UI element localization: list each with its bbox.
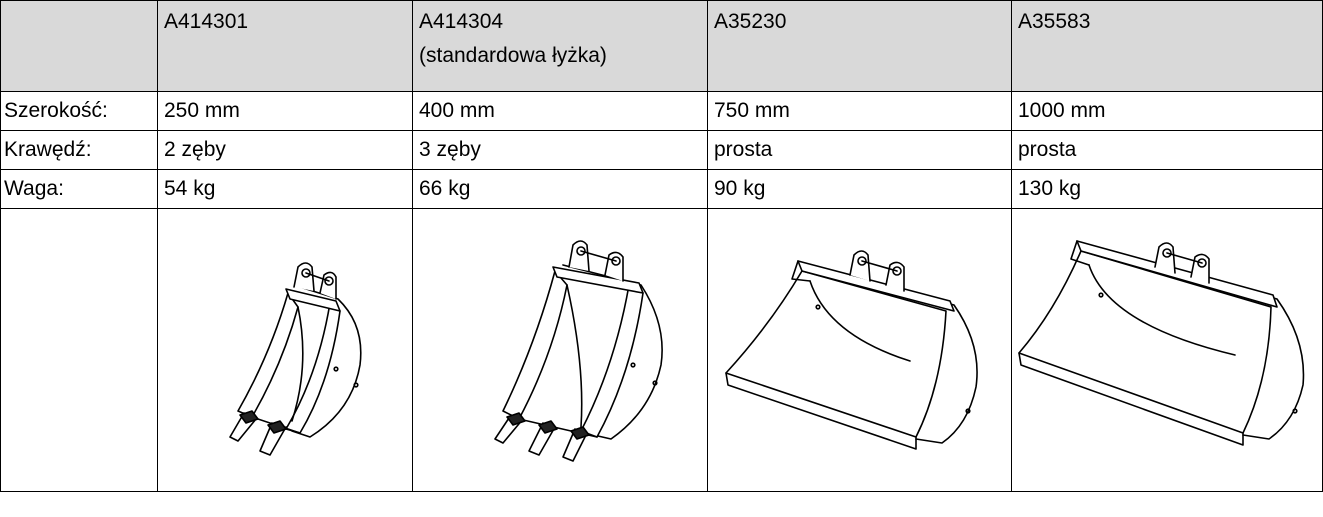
header-cell-a35583: A35583 [1011, 0, 1323, 92]
row-label: Waga: [0, 169, 158, 209]
bucket-image-cell [707, 208, 1012, 492]
weight-row: Waga: 54 kg 66 kg 90 kg 130 kg [0, 169, 1323, 209]
width-row: Szerokość: 250 mm 400 mm 750 mm 1000 mm [0, 91, 1323, 131]
standard-bucket-3-teeth-icon [494, 240, 663, 462]
model-code: A414301 [164, 10, 249, 33]
bucket-image-cell [412, 208, 708, 492]
bucket-image-cell [157, 208, 413, 492]
image-row [0, 208, 1323, 492]
image-row-empty-cell [0, 208, 158, 492]
table-cell: prosta [1011, 130, 1323, 170]
bucket-image-cell [1011, 208, 1323, 492]
edge-row: Krawędź: 2 zęby 3 zęby prosta prosta [0, 130, 1323, 170]
table-cell: 250 mm [157, 91, 413, 131]
header-row: A414301 A414304 (standardowa łyżka) A3523… [0, 0, 1323, 92]
model-code: A35583 [1018, 10, 1091, 33]
table-cell: 130 kg [1011, 169, 1323, 209]
header-cell-a414301: A414301 [157, 0, 413, 92]
table-cell: 2 zęby [157, 130, 413, 170]
row-label: Szerokość: [0, 91, 158, 131]
table-cell: 400 mm [412, 91, 708, 131]
table-cell: 54 kg [157, 169, 413, 209]
model-note: (standardowa łyżka) [419, 44, 607, 67]
row-label: Krawędź: [0, 130, 158, 170]
table-cell: prosta [707, 130, 1012, 170]
wide-bucket-straight-edge-icon [724, 250, 978, 450]
table-cell: 90 kg [707, 169, 1012, 209]
header-cell-a414304: A414304 (standardowa łyżka) [412, 0, 708, 92]
header-corner-cell [0, 0, 158, 92]
table-cell: 1000 mm [1011, 91, 1323, 131]
bucket-spec-table: A414301 A414304 (standardowa łyżka) A3523… [0, 0, 1323, 492]
header-cell-a35230: A35230 [707, 0, 1012, 92]
table-cell: 66 kg [412, 169, 708, 209]
extra-wide-bucket-straight-edge-icon [1017, 240, 1304, 446]
narrow-bucket-2-teeth-icon [229, 262, 362, 456]
model-code: A35230 [714, 10, 787, 33]
model-code: A414304 [419, 10, 504, 33]
table-cell: 3 zęby [412, 130, 708, 170]
table-cell: 750 mm [707, 91, 1012, 131]
